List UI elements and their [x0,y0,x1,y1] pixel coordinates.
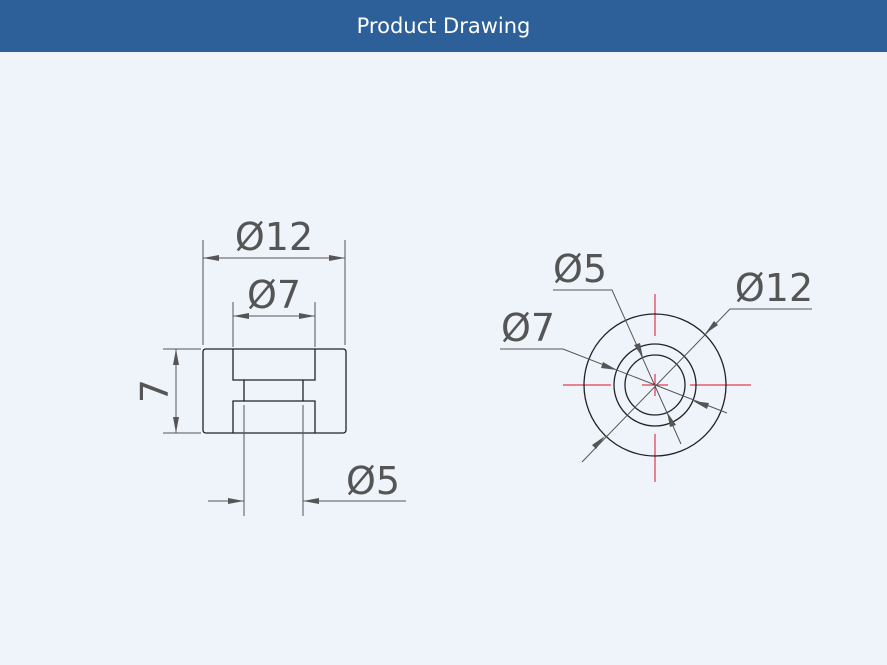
leader-outer-diameter: Ø12 [735,266,813,310]
hole-circle [624,354,686,416]
dim-counterbore-diameter: Ø7 [247,273,301,317]
hatch-right [302,348,347,434]
leader-counterbore-diameter: Ø7 [501,306,555,350]
dim-outer-diameter: Ø12 [235,215,313,259]
top-view: Ø5 Ø7 Ø12 [500,247,813,482]
outer-circle [583,313,727,457]
dim-hole-diameter: Ø5 [346,459,400,503]
page-title: Product Drawing [356,14,531,38]
dim-height: 7 [133,379,177,403]
hatch-left [202,348,245,434]
page-header: Product Drawing [0,0,887,52]
leader-hole-diameter: Ø5 [553,247,607,291]
counterbore-circle [613,343,697,427]
section-view: Ø12 Ø7 7 Ø5 [133,215,406,516]
